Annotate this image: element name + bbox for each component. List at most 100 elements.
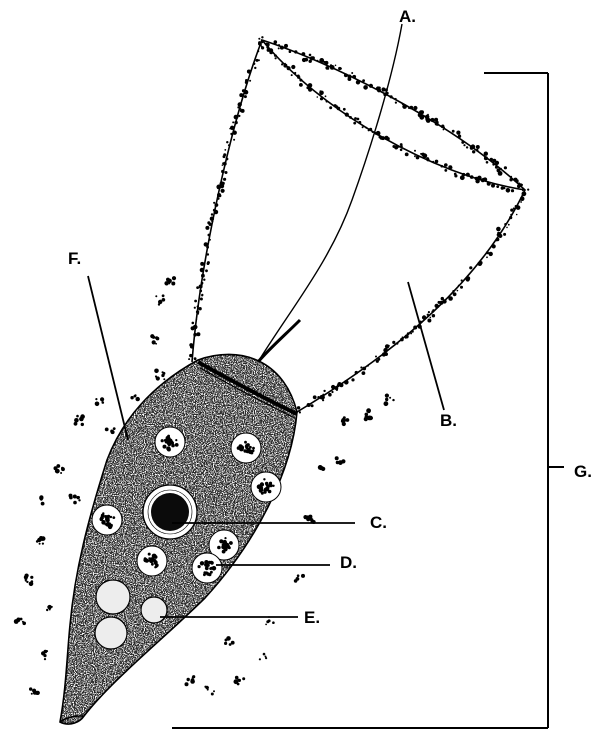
lorica-granule	[363, 85, 368, 90]
lorica-granule	[360, 366, 362, 368]
lorica-granule	[428, 311, 430, 313]
external-particle	[44, 658, 46, 660]
lorica-granule	[504, 223, 506, 225]
lorica-granule	[379, 135, 382, 138]
lorica-granule	[451, 167, 453, 169]
external-particle	[265, 657, 267, 659]
lorica-granule	[478, 261, 483, 266]
lorica-granule	[201, 294, 203, 296]
lorica-granule	[444, 163, 448, 167]
lorica-granule	[486, 161, 489, 164]
external-particle	[162, 294, 165, 297]
lorica-granule	[234, 115, 239, 120]
lorica-granule	[415, 154, 417, 156]
lorica-granule	[352, 75, 356, 79]
external-particle	[296, 577, 300, 581]
lorica-granule	[402, 104, 407, 109]
lorica-granule	[196, 332, 200, 336]
external-particle	[226, 636, 231, 641]
external-particle	[95, 398, 97, 400]
lorica-granule	[284, 44, 288, 48]
lorica-granule	[369, 128, 372, 131]
external-particle	[191, 678, 195, 682]
external-particle	[81, 423, 84, 426]
lorica-granule	[317, 396, 320, 399]
lorica-granule	[278, 44, 280, 46]
lorica-granule	[198, 307, 201, 310]
lorica-granule	[326, 100, 328, 102]
external-particle	[130, 396, 133, 399]
lorica-granule	[522, 190, 524, 192]
lorica-granule	[309, 54, 312, 57]
external-particle	[42, 543, 44, 545]
external-particle	[31, 580, 34, 583]
lorica-granule	[191, 326, 195, 330]
lorica-granule	[249, 80, 251, 82]
label-f: F.	[68, 249, 81, 268]
external-particle	[113, 427, 116, 430]
lorica-granule	[438, 301, 441, 304]
food-vacuole	[137, 546, 167, 576]
lorica-granule	[436, 305, 439, 308]
lorica-granule	[299, 76, 301, 78]
external-particle	[22, 622, 26, 626]
lorica-granule	[222, 162, 224, 164]
external-particle	[321, 467, 325, 471]
external-particle	[18, 618, 21, 621]
lorica-granule	[229, 128, 231, 130]
lorica-granule	[239, 93, 243, 97]
lorica-granule	[261, 36, 263, 38]
lorica-granule	[223, 178, 226, 181]
lorica-granule	[522, 191, 527, 196]
external-particle	[204, 686, 206, 688]
lorica-granule	[348, 75, 352, 79]
lorica-granule	[319, 91, 324, 96]
lorica-granule	[383, 348, 388, 353]
lorica-granule	[196, 319, 198, 321]
lorica-granule	[365, 127, 367, 129]
lorica-granule	[419, 115, 424, 120]
lorica-granule	[304, 58, 308, 62]
lorica-granule	[230, 126, 234, 130]
leader-line-f	[88, 276, 128, 440]
lorica-granule	[208, 234, 211, 237]
lorica-granule	[496, 240, 498, 242]
lorica-granule	[217, 197, 220, 200]
external-particle	[187, 678, 190, 681]
lorica-granule	[500, 168, 502, 170]
external-particle	[46, 609, 48, 611]
external-particle	[80, 414, 85, 419]
lorica-granule	[201, 274, 205, 278]
lorica-granule	[331, 385, 335, 389]
lorica-granule	[497, 234, 499, 236]
lorica-granule	[261, 46, 264, 49]
lorica-granule	[431, 311, 433, 313]
lorica-granule	[323, 390, 325, 392]
external-particle	[39, 496, 43, 500]
lorica-granule	[504, 166, 507, 169]
lorica-granule	[205, 269, 208, 272]
external-particle	[30, 576, 33, 579]
lorica-granule	[448, 296, 453, 301]
lorica-granule	[477, 176, 481, 180]
food-vacuole	[251, 472, 281, 502]
lorica-granule	[207, 261, 210, 264]
lorica-granule	[197, 305, 199, 307]
lorica-granule	[419, 110, 423, 114]
lorica-granule	[407, 332, 410, 335]
external-particle	[301, 574, 305, 578]
external-particle	[163, 374, 165, 376]
food-vacuole	[155, 427, 185, 457]
lorica-granule	[400, 149, 403, 152]
lorica-granule	[414, 155, 416, 157]
lorica-granule	[520, 196, 525, 201]
lorica-granule	[405, 337, 407, 339]
lorica-granule	[287, 66, 289, 68]
lorica-granule	[302, 52, 306, 56]
external-particle	[39, 543, 41, 545]
external-particle	[73, 501, 77, 505]
external-particle	[366, 408, 371, 413]
lorica-granule	[317, 96, 319, 98]
nucleus	[143, 485, 197, 539]
lorica-granule	[461, 279, 463, 281]
